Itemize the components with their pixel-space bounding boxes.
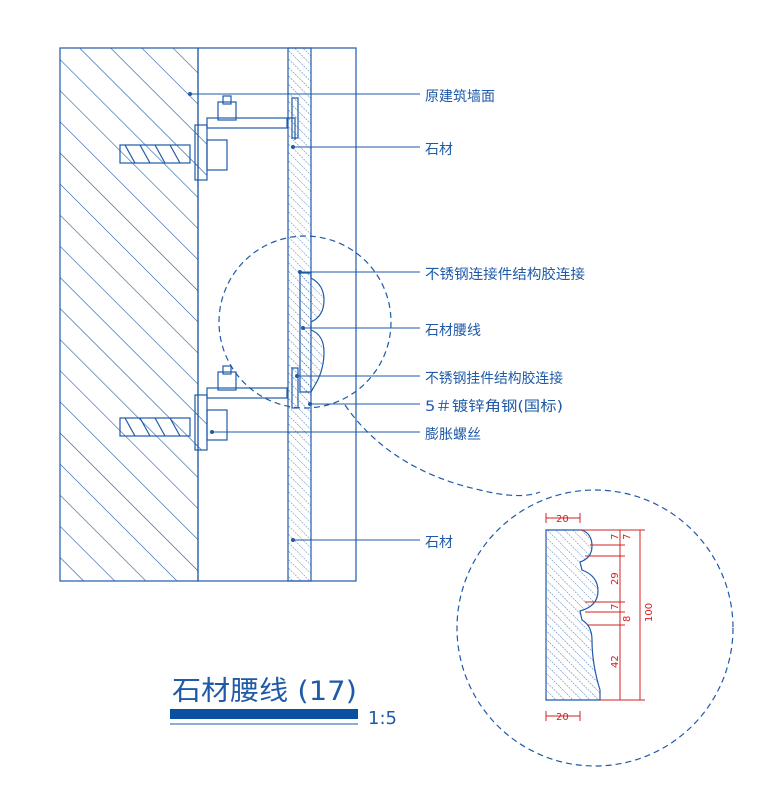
dim-d3: 29 [610,572,621,585]
dim-d4: 7 [610,604,621,610]
lower-bracket [119,365,299,451]
waist-line-profile [299,272,325,393]
drawing-title: 石材腰线 (17) [172,676,357,707]
leader-lines [190,93,420,541]
detail-callout [218,235,734,767]
building-wall [59,47,357,582]
label-stone-bottom: 石材 [425,535,453,551]
dim-d6: 42 [610,655,621,668]
label-angle-steel: 5＃镀锌角钢(国标) [425,398,563,415]
detail-profile [545,529,601,701]
dim-d5: 8 [622,616,633,622]
dim-total: 100 [644,603,655,622]
title-underline-thick [170,709,358,719]
label-expansion-bolt: 膨胀螺丝 [425,426,481,443]
drawing-scale: 1:5 [368,708,397,729]
label-wall-face: 原建筑墙面 [425,89,495,105]
label-hanger: 不锈钢挂件结构胶连接 [425,370,563,387]
upper-bracket [119,95,299,181]
dim-d1: 7 [610,534,621,540]
dimension-lines [545,513,645,721]
label-connector: 不锈钢连接件结构胶连接 [425,266,585,283]
label-waist-line: 石材腰线 [425,323,481,339]
leader-dots [188,92,312,542]
dim-bottom-width: 20 [556,712,569,723]
dim-top-width: 20 [556,514,569,525]
label-stone-top: 石材 [425,142,453,158]
dim-d2: 7 [622,534,633,540]
